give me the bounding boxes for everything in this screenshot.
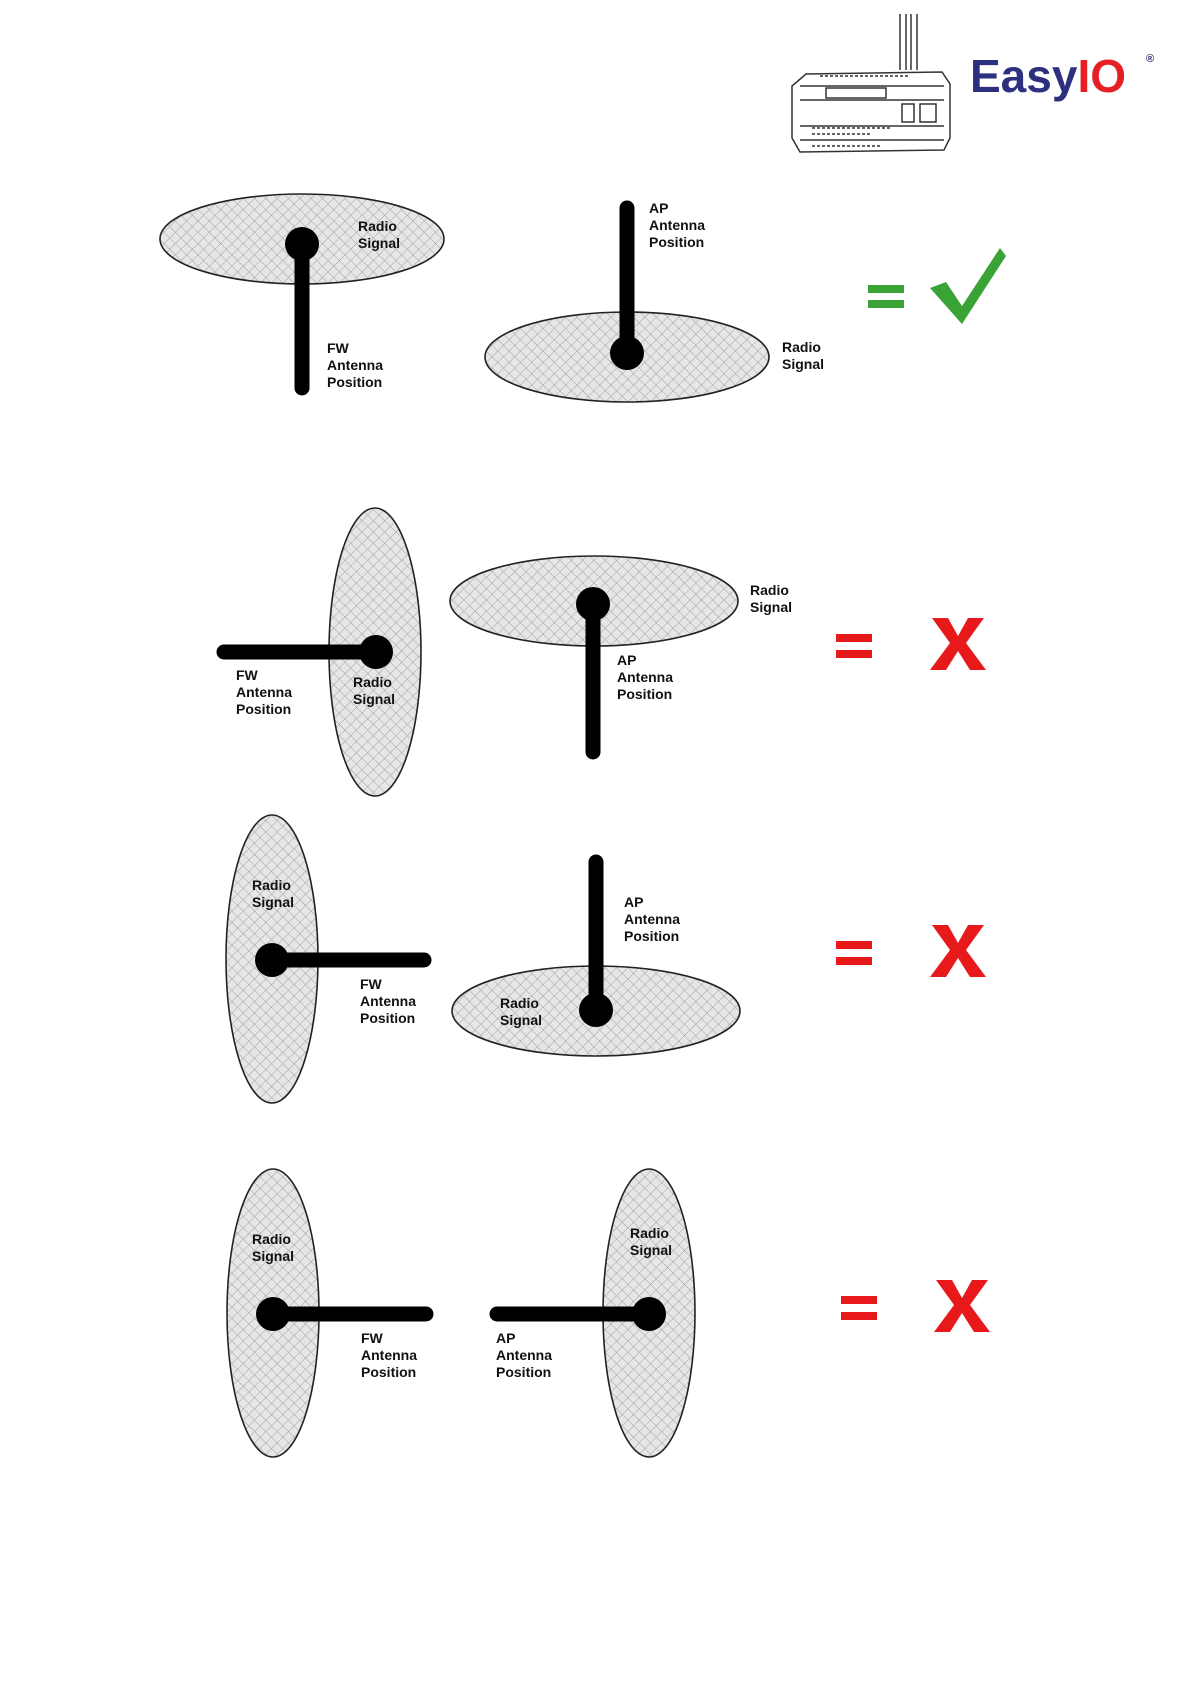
fw-radio-signal-label: Radio Signal	[358, 218, 401, 251]
ap-antenna-hub	[579, 993, 613, 1027]
ap-radio-signal-label: Radio Signal	[750, 582, 793, 615]
registered-mark: ®	[1146, 53, 1154, 65]
scenario-row-2: FW Antenna Position Radio Signal Radio S…	[224, 508, 986, 796]
fw-antenna-hub	[255, 943, 289, 977]
fw-antenna-hub	[256, 1297, 290, 1331]
ap-radio-signal-label: Radio Signal	[630, 1225, 673, 1258]
ap-antenna-label: AP Antenna Position	[496, 1330, 556, 1380]
result-equals-sign	[836, 634, 872, 658]
fw-radio-signal-label: Radio Signal	[353, 674, 396, 707]
fw-antenna-label: FW Antenna Position	[360, 976, 420, 1026]
x-icon	[930, 618, 986, 670]
ap-antenna-label: AP Antenna Position	[649, 200, 709, 250]
x-icon	[934, 1280, 990, 1332]
brand-logo: EasyIO ®	[792, 14, 1154, 152]
ap-antenna-label: AP Antenna Position	[624, 894, 684, 944]
scenario-row-3: Radio Signal FW Antenna Position AP Ante…	[226, 815, 986, 1103]
result-equals-sign	[841, 1296, 877, 1320]
result-equals-sign	[868, 285, 904, 308]
fw-radio-signal-label: Radio Signal	[252, 1231, 295, 1264]
scenario-row-1: Radio Signal FW Antenna Position AP Ante…	[160, 194, 1006, 402]
ap-antenna-hub	[632, 1297, 666, 1331]
fw-antenna-label: FW Antenna Position	[327, 340, 387, 390]
ap-antenna-hub	[610, 336, 644, 370]
ap-antenna-label: AP Antenna Position	[617, 652, 677, 702]
ap-radio-signal-label: Radio Signal	[500, 995, 543, 1028]
checkmark-icon	[930, 248, 1006, 324]
fw-radio-signal-label: Radio Signal	[252, 877, 295, 910]
brand-name: EasyIO	[970, 50, 1126, 102]
fw-antenna-hub	[285, 227, 319, 261]
fw-antenna-label: FW Antenna Position	[361, 1330, 421, 1380]
x-icon	[930, 925, 986, 977]
fw-antenna-hub	[359, 635, 393, 669]
result-equals-sign	[836, 941, 872, 965]
controller-device-icon	[792, 14, 950, 152]
fw-antenna-label: FW Antenna Position	[236, 667, 296, 717]
scenario-row-4: Radio Signal FW Antenna Position Radio S…	[227, 1169, 990, 1457]
ap-antenna-hub	[576, 587, 610, 621]
ap-radio-signal-label: Radio Signal	[782, 339, 825, 372]
